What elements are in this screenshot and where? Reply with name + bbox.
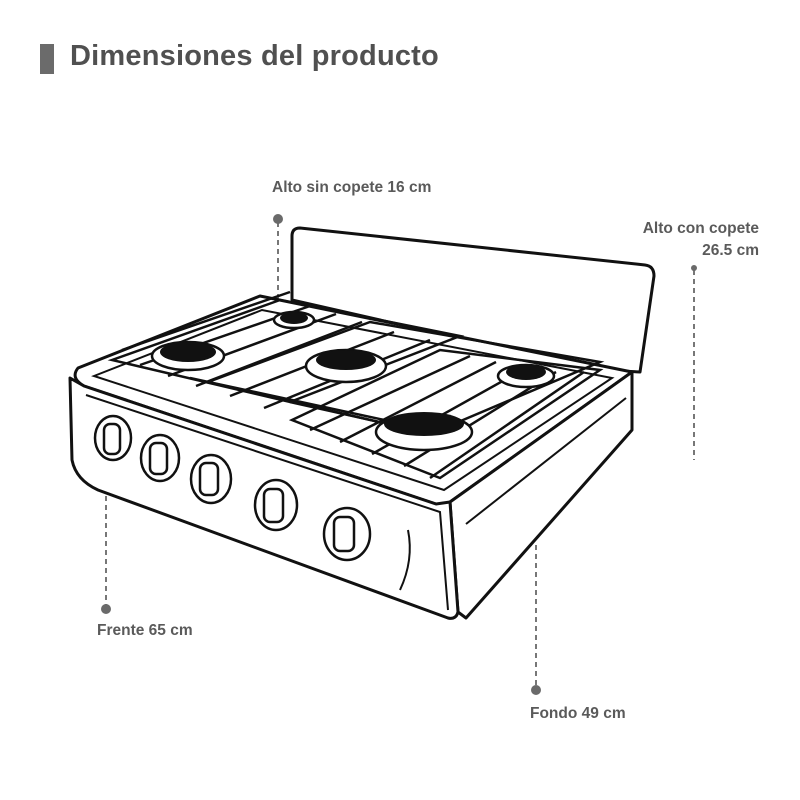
label-alto-con-copete-line2: 26.5 cm <box>702 242 759 259</box>
knobs <box>93 414 372 562</box>
label-alto-con-copete-line1: Alto con copete <box>642 220 759 237</box>
marker-dot-frente <box>101 604 111 614</box>
knob-3 <box>189 453 233 505</box>
label-fondo: Fondo 49 cm <box>530 705 626 722</box>
knob-5 <box>322 506 372 562</box>
burners <box>150 310 556 452</box>
title-bar-accent <box>40 44 54 74</box>
knob-4 <box>253 478 299 532</box>
burner-front-left-cap <box>160 342 216 362</box>
knob-1 <box>93 414 133 462</box>
page-title: Dimensiones del producto <box>70 40 439 72</box>
dimension-markers <box>105 222 695 688</box>
backsplash <box>290 226 656 374</box>
marker-dot-fondo <box>531 685 541 695</box>
label-frente: Frente 65 cm <box>97 622 193 639</box>
label-alto-sin-copete: Alto sin copete 16 cm <box>272 179 432 196</box>
marker-dot-alto-con-copete <box>691 265 697 271</box>
marker-dot-alto-sin-copete <box>273 214 283 224</box>
knob-2 <box>139 433 181 483</box>
